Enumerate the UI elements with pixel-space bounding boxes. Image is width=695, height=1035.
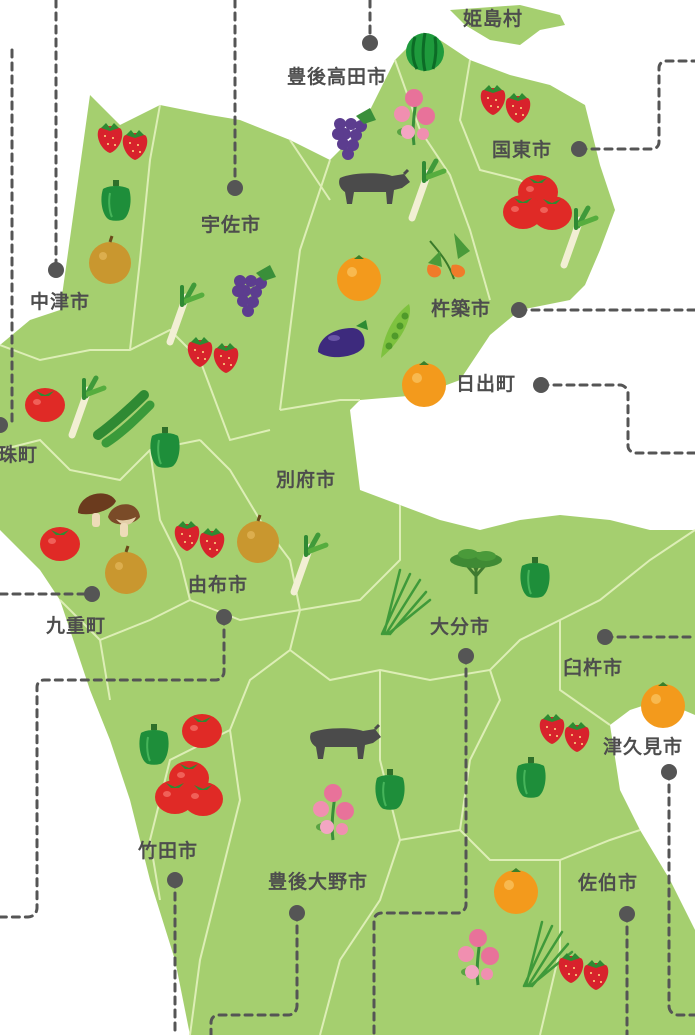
tomato-icon <box>40 527 80 561</box>
location-dots <box>0 35 677 922</box>
label-usa: 宇佐市 <box>201 214 262 236</box>
label-kitsuki: 杵築市 <box>431 298 492 320</box>
tomato-icon <box>182 714 222 748</box>
tomato-icon <box>25 388 65 422</box>
dot-tsukumi <box>661 764 677 780</box>
dot-bungotakada <box>362 35 378 51</box>
dot-oita <box>458 648 474 664</box>
dot-hiji <box>533 377 549 393</box>
dot-kokonoe <box>84 586 100 602</box>
label-kusu: 珠町 <box>0 444 39 466</box>
dot-taketa <box>167 872 183 888</box>
himeshima-island <box>450 5 565 45</box>
watermelon-icon <box>404 31 446 73</box>
label-taketa: 竹田市 <box>138 840 199 862</box>
label-kokonoe: 九重町 <box>46 615 107 637</box>
dot-saiki <box>619 906 635 922</box>
label-usuki: 臼杵市 <box>563 657 624 679</box>
dot-nakatsu <box>48 262 64 278</box>
label-himeshima: 姫島村 <box>463 8 524 30</box>
dot-usuki <box>597 629 613 645</box>
label-oita: 大分市 <box>430 616 491 638</box>
label-hiji: 日出町 <box>456 373 517 395</box>
dot-yufu <box>216 609 232 625</box>
dot-kusu <box>0 417 8 433</box>
label-saiki: 佐伯市 <box>578 872 639 894</box>
label-bungotakada: 豊後高田市 <box>287 66 388 88</box>
label-tsukumi: 津久見市 <box>603 736 684 758</box>
tomato-icon <box>532 196 572 230</box>
label-yufu: 由布市 <box>188 574 249 596</box>
dot-kitsuki <box>511 302 527 318</box>
tomato-icon <box>183 782 223 816</box>
label-beppu: 別府市 <box>276 469 337 491</box>
dot-usa <box>227 180 243 196</box>
dot-bungoono <box>289 905 305 921</box>
dot-kunisaki <box>571 141 587 157</box>
label-nakatsu: 中津市 <box>30 291 91 313</box>
municipal-borders <box>0 59 695 1035</box>
label-bungoono: 豊後大野市 <box>268 871 369 893</box>
label-kunisaki: 国東市 <box>492 139 553 161</box>
